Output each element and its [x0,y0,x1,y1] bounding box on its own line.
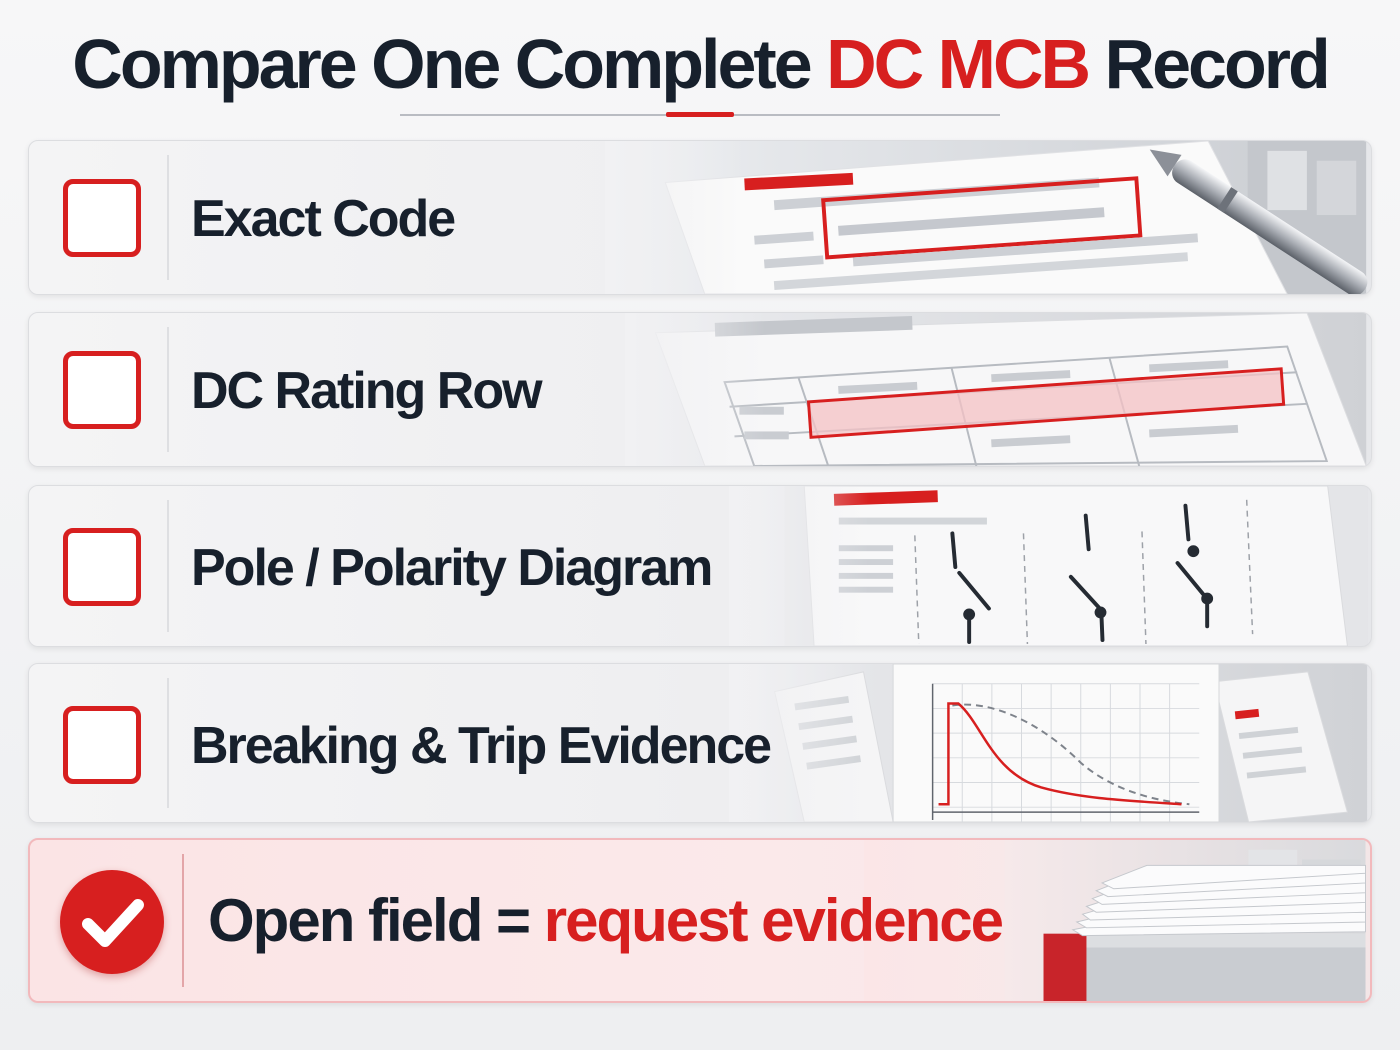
paper-stack-illustration [1004,840,1367,1001]
title-part-2: Record [1088,25,1331,103]
divider [182,854,184,987]
check-circle-icon [60,870,164,974]
rule-label: Open field = request evidence [208,886,1004,955]
rule-label-part-2: request evidence [543,887,1004,954]
item-label: Pole / Polarity Diagram [191,539,713,597]
checkbox-breaking-trip-evidence[interactable] [63,706,141,784]
rule-label-part-1: Open field = [208,887,544,954]
title-part-1: Compare One Complete [72,25,827,103]
title-underline [400,112,1000,117]
divider [167,155,169,280]
item-label: Exact Code [191,190,456,248]
divider [167,327,169,452]
checkmark-icon [82,899,144,947]
checklist-item-dc-rating-row[interactable]: DC Rating Row [28,312,1372,467]
checkbox-exact-code[interactable] [63,179,141,257]
illustration-fade [729,664,869,822]
title-accent: DC MCB [826,25,1091,103]
rating-table-illustration [635,313,1367,466]
illustration-fade [864,840,1004,1001]
checkbox-dc-rating-row[interactable] [63,351,141,429]
document-code-illustration [615,141,1368,294]
checklist-item-exact-code[interactable]: Exact Code [28,140,1372,295]
divider [167,500,169,632]
item-label: DC Rating Row [191,362,543,420]
checkbox-pole-polarity-diagram[interactable] [63,528,141,606]
checklist-item-breaking-trip-evidence[interactable]: Breaking & Trip Evidence [28,663,1372,823]
illustration-fade [625,313,765,466]
illustration-fade [605,141,745,294]
page-title: Compare One Complete DC MCB Record [0,22,1400,106]
open-field-rule-banner: Open field = request evidence [28,838,1372,1003]
illustration-fade [729,486,869,646]
checklist-item-pole-polarity-diagram[interactable]: Pole / Polarity Diagram [28,485,1372,647]
divider [167,678,169,808]
title-underline-accent [666,112,734,117]
item-label: Breaking & Trip Evidence [191,717,772,775]
